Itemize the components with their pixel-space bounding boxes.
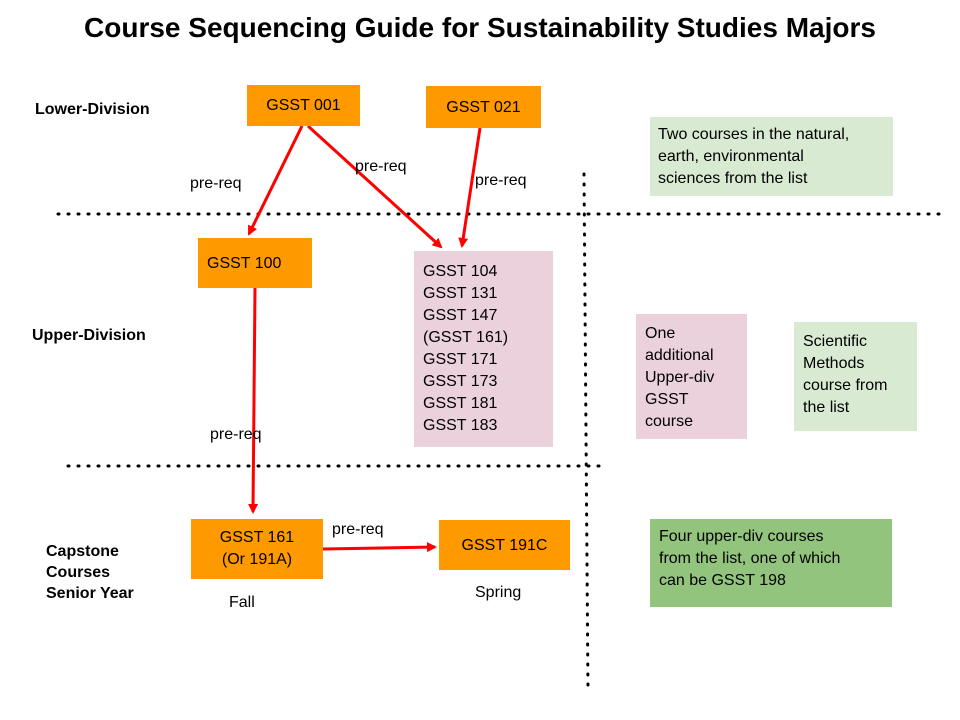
row-label-capstone-line: Capstone xyxy=(46,543,119,560)
arrow-001-to-upper-list xyxy=(306,124,443,249)
note-line: additional xyxy=(645,347,714,364)
course-box-gsst-161: GSST 161 (Or 191A) xyxy=(191,519,323,579)
course-box-gsst-191c: GSST 191C xyxy=(439,520,570,570)
term-label-fall: Fall xyxy=(229,594,255,611)
arrow-021-to-upper-list xyxy=(458,127,482,248)
note-four-upper-div: Four upper-div courses from the list, on… xyxy=(650,519,892,607)
course-list-item: GSST 147 xyxy=(423,307,498,324)
arrow-100-to-161 xyxy=(248,287,259,514)
row-label-lower-division: Lower-Division xyxy=(35,101,150,118)
row-label-upper-division: Upper-Division xyxy=(32,327,146,344)
course-box-gsst-001: GSST 001 xyxy=(247,85,360,126)
arrow-001-to-100 xyxy=(247,125,304,236)
term-label-spring: Spring xyxy=(475,584,522,601)
note-line: sciences from the list xyxy=(658,170,808,187)
note-upper-div-gsst: One additional Upper-div GSST course xyxy=(636,314,747,439)
course-box-line: GSST 161 xyxy=(219,529,295,546)
note-line: course from xyxy=(803,377,888,394)
course-list-item: GSST 171 xyxy=(423,351,498,368)
course-box-line: (Or 191A) xyxy=(221,551,293,568)
course-box-gsst-021: GSST 021 xyxy=(426,86,541,128)
note-line: can be GSST 198 xyxy=(659,572,786,589)
arrow-161-to-191c xyxy=(322,542,437,553)
course-list-item: GSST 104 xyxy=(423,263,498,280)
note-line: the list xyxy=(803,399,850,416)
row-label-capstone: Capstone Courses Senior Year xyxy=(46,541,134,604)
note-line: Two courses in the natural, xyxy=(658,126,850,143)
course-list-item: GSST 183 xyxy=(423,417,498,434)
note-line: One xyxy=(645,325,676,342)
note-line: Four upper-div courses xyxy=(659,528,824,545)
row-label-capstone-line: Courses xyxy=(46,564,111,581)
note-line: Scientific xyxy=(803,333,868,350)
course-list-upper-division: GSST 104 GSST 131 GSST 147 (GSST 161) GS… xyxy=(414,251,553,447)
course-list-item: GSST 181 xyxy=(423,395,498,412)
course-list-item: (GSST 161) xyxy=(423,329,509,346)
note-line: earth, environmental xyxy=(658,148,804,165)
row-label-capstone-line: Senior Year xyxy=(46,585,134,602)
edge-label-prereq: pre-req xyxy=(190,175,242,192)
note-line: course xyxy=(645,413,694,430)
note-line: Methods xyxy=(803,355,865,372)
edge-label-prereq: pre-req xyxy=(332,521,384,538)
note-line: Upper-div xyxy=(645,369,715,386)
divider-vertical xyxy=(582,172,590,694)
page-title: Course Sequencing Guide for Sustainabili… xyxy=(84,12,876,43)
note-scientific-methods: Scientific Methods course from the list xyxy=(794,322,917,431)
note-natural-sciences: Two courses in the natural, earth, envir… xyxy=(650,117,893,196)
course-list-item: GSST 131 xyxy=(423,285,498,302)
note-line: from the list, one of which xyxy=(659,550,841,567)
note-line: GSST xyxy=(645,391,689,408)
course-list-item: GSST 173 xyxy=(423,373,498,390)
course-box-gsst-100: GSST 100 xyxy=(198,238,312,288)
edge-label-prereq: pre-req xyxy=(355,158,407,175)
edge-label-prereq: pre-req xyxy=(210,426,262,443)
edge-label-prereq: pre-req xyxy=(475,172,527,189)
